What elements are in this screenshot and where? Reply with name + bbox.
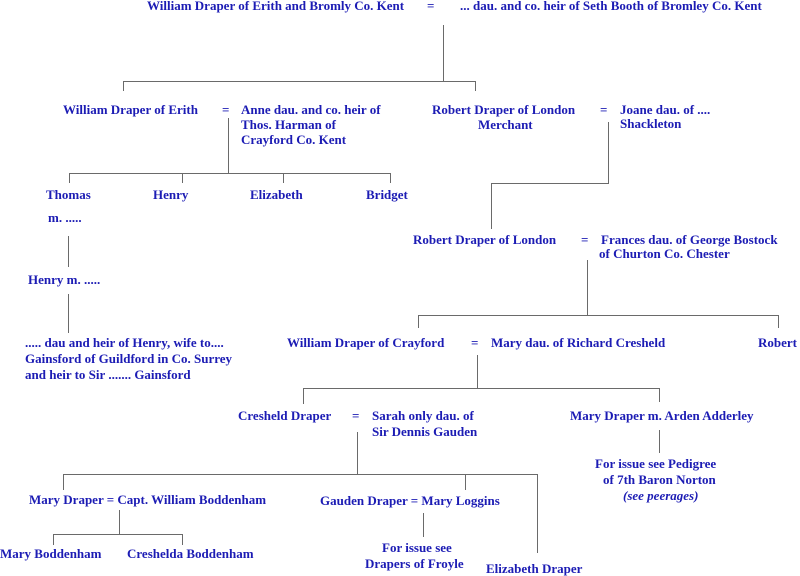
person-mary-draper-boddenham: Mary Draper = Capt. William Boddenham	[29, 492, 267, 507]
person-gauden-draper: Gauden Draper = Mary Loggins	[320, 493, 500, 508]
person-william-draper-crayford: William Draper of Crayford	[287, 335, 445, 350]
marriage-sign: =	[352, 408, 360, 423]
person-robert: Robert	[758, 335, 797, 350]
person-robert-draper-london-2: Robert Draper of London	[413, 232, 557, 247]
person-frances-bostock: of Churton Co. Chester	[599, 246, 730, 261]
person-anne-harman: Crayford Co. Kent	[241, 132, 347, 147]
person-william-draper-erith: William Draper of Erith	[63, 102, 198, 117]
person-elizabeth: Elizabeth	[250, 187, 303, 202]
issue-note: For issue see Pedigree	[595, 456, 717, 471]
marriage-sign: =	[581, 232, 589, 247]
person-frances-bostock: Frances dau. of George Bostock	[601, 232, 778, 247]
person-anne-harman: Anne dau. and co. heir of	[241, 102, 381, 117]
issue-note-italic: (see peerages)	[623, 488, 699, 503]
person-heiress: and heir to Sir ....... Gainsford	[25, 367, 191, 382]
person-booth-heiress: ... dau. and co. heir of Seth Booth of B…	[460, 0, 762, 13]
person-mary-cresheld: Mary dau. of Richard Cresheld	[491, 335, 666, 350]
marriage-sign: =	[600, 102, 608, 117]
issue-note: of 7th Baron Norton	[603, 472, 716, 487]
person-henry: Henry	[153, 187, 189, 202]
thomas-marriage: m. .....	[48, 210, 82, 225]
person-heiress: ..... dau and heir of Henry, wife to....	[25, 335, 224, 350]
person-sarah-gauden: Sarah only dau. of	[372, 408, 474, 423]
person-joane: Shackleton	[620, 116, 682, 131]
person-thomas: Thomas	[46, 187, 91, 202]
person-cresheld-draper: Cresheld Draper	[238, 408, 332, 423]
issue-note: Drapers of Froyle	[365, 556, 464, 571]
marriage-sign: =	[427, 0, 435, 13]
person-creshelda-boddenham: Creshelda Boddenham	[127, 546, 254, 561]
person-heiress: Gainsford of Guildford in Co. Surrey	[25, 351, 233, 366]
occupation: Merchant	[478, 117, 533, 132]
person-elizabeth-draper: Elizabeth Draper	[486, 561, 583, 576]
person-robert-draper-london: Robert Draper of London	[432, 102, 576, 117]
person-henry-son: Henry m. .....	[28, 272, 101, 287]
issue-note: For issue see	[382, 540, 452, 555]
person-mary-boddenham: Mary Boddenham	[0, 546, 102, 561]
person-william-draper-erith-bromly: William Draper of Erith and Bromly Co. K…	[147, 0, 405, 13]
person-bridget: Bridget	[366, 187, 408, 202]
person-sarah-gauden: Sir Dennis Gauden	[372, 424, 478, 439]
marriage-sign: =	[471, 335, 479, 350]
person-joane: Joane dau. of ....	[620, 102, 711, 117]
marriage-sign: =	[222, 102, 230, 117]
person-mary-draper-adderley: Mary Draper m. Arden Adderley	[570, 408, 754, 423]
person-anne-harman: Thos. Harman of	[241, 117, 336, 132]
